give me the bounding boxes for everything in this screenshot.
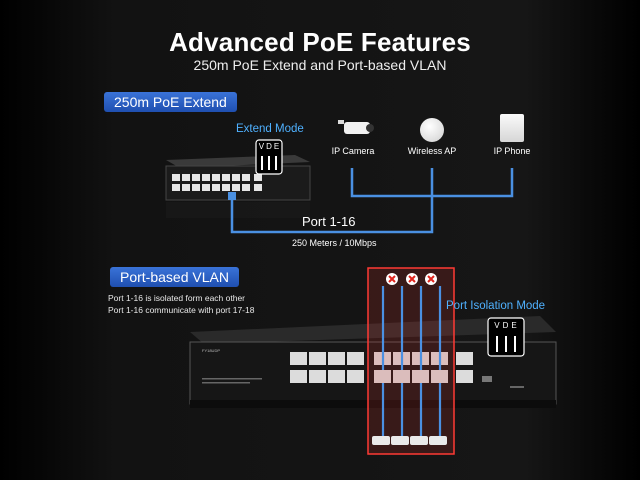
svg-text:FY18UDP: FY18UDP xyxy=(202,348,220,353)
vlan-section-badge: Port-based VLAN xyxy=(110,267,239,287)
page-subtitle: 250m PoE Extend and Port-based VLAN xyxy=(193,57,447,73)
extend-mode-label: Extend Mode xyxy=(236,123,304,135)
vlan-description-line1: Port 1-16 is isolated form each other xyxy=(108,293,246,303)
wireless-ap-icon xyxy=(420,118,444,142)
port-isolation-mode-label: Port Isolation Mode xyxy=(446,300,546,312)
vlan-dip-letters: VDE xyxy=(494,321,520,330)
page-title: Advanced PoE Features xyxy=(169,27,471,57)
extend-section-badge: 250m PoE Extend xyxy=(104,92,237,112)
extend-distance-note: 250 Meters / 10Mbps xyxy=(292,238,377,248)
wireless-ap-label: Wireless AP xyxy=(407,146,457,156)
ip-phone-icon xyxy=(500,114,524,142)
extend-dip-letters: VDE xyxy=(258,142,282,151)
extend-port-range: Port 1-16 xyxy=(302,214,356,229)
ip-phone-label: IP Phone xyxy=(493,146,531,156)
ip-camera-icon xyxy=(334,118,374,142)
ip-camera-label: IP Camera xyxy=(331,146,375,156)
vlan-description-line2: Port 1-16 communicate with port 17-18 xyxy=(108,305,255,315)
